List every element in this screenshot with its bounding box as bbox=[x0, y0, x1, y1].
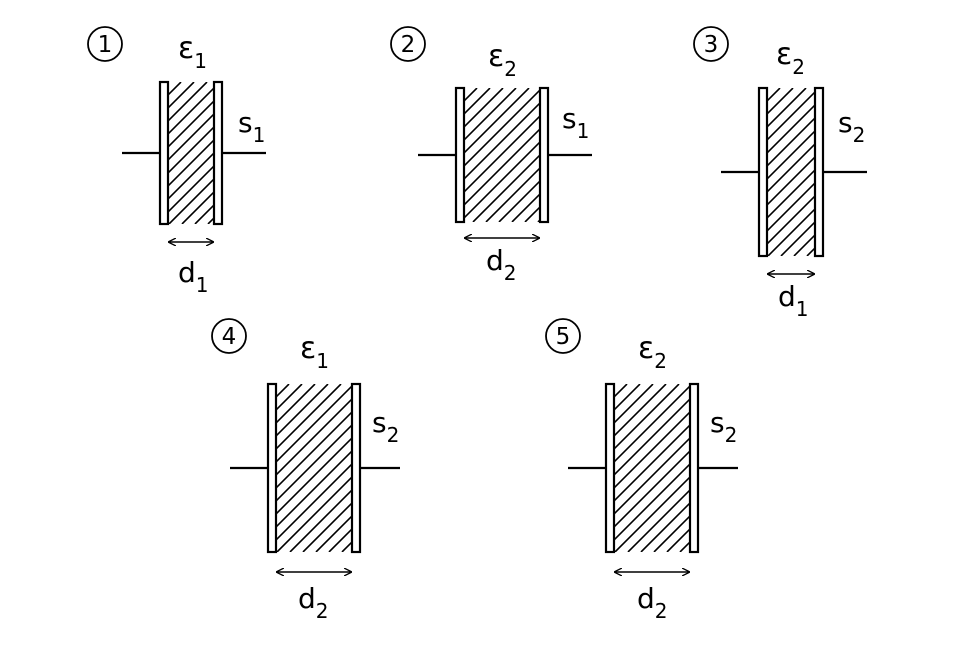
number-circle bbox=[390, 26, 426, 62]
gap-label-subscript: 2 bbox=[655, 599, 668, 623]
dielectric-hatch bbox=[276, 384, 352, 552]
gap-label-letter: d bbox=[178, 256, 196, 289]
capacitor-number: 5 bbox=[556, 324, 571, 350]
permittivity-label-letter: ε bbox=[178, 31, 194, 66]
number-circle bbox=[211, 318, 247, 354]
number-circle bbox=[693, 26, 729, 62]
gap-label-letter: d bbox=[486, 244, 504, 277]
area-label-letter: s bbox=[562, 102, 577, 135]
permittivity-label: ε1 bbox=[178, 31, 207, 73]
area-label-subscript: 2 bbox=[853, 123, 866, 147]
number-circle bbox=[545, 318, 581, 354]
permittivity-label-letter: ε bbox=[776, 37, 792, 72]
permittivity-label: ε2 bbox=[638, 331, 667, 373]
area-label-subscript: 1 bbox=[577, 119, 590, 143]
permittivity-label-letter: ε bbox=[488, 39, 504, 74]
left-plate bbox=[604, 382, 616, 554]
capacitor-number: 3 bbox=[704, 32, 719, 58]
permittivity-label-subscript: 2 bbox=[654, 349, 667, 373]
permittivity-label: ε1 bbox=[300, 331, 329, 373]
area-label-letter: s bbox=[238, 106, 253, 139]
area-label-subscript: 2 bbox=[725, 423, 738, 447]
left-plate bbox=[266, 382, 278, 554]
area-label-subscript: 2 bbox=[387, 423, 400, 447]
gap-label: d1 bbox=[778, 280, 809, 321]
gap-label-letter: d bbox=[637, 582, 655, 615]
number-circle bbox=[87, 26, 123, 62]
capacitor-number: 2 bbox=[401, 32, 416, 58]
right-plate bbox=[212, 80, 224, 226]
capacitor-number: 4 bbox=[222, 324, 237, 350]
permittivity-label-subscript: 2 bbox=[792, 55, 805, 79]
gap-label-subscript: 2 bbox=[316, 599, 329, 623]
area-label: s2 bbox=[838, 106, 865, 147]
dielectric-hatch bbox=[168, 82, 214, 224]
right-plate bbox=[350, 382, 362, 554]
gap-label: d2 bbox=[486, 244, 517, 285]
area-label: s1 bbox=[238, 106, 265, 147]
gap-label-subscript: 2 bbox=[504, 261, 517, 285]
permittivity-label-subscript: 1 bbox=[194, 49, 207, 73]
area-label-letter: s bbox=[838, 106, 853, 139]
area-label: s2 bbox=[372, 406, 399, 447]
dielectric-hatch bbox=[614, 384, 690, 552]
permittivity-label-subscript: 2 bbox=[504, 57, 517, 81]
gap-label-letter: d bbox=[298, 582, 316, 615]
right-plate bbox=[813, 86, 825, 258]
area-label-subscript: 1 bbox=[253, 123, 266, 147]
left-plate bbox=[158, 80, 170, 226]
gap-label-subscript: 1 bbox=[196, 273, 209, 297]
gap-label: d2 bbox=[298, 582, 329, 623]
gap-label: d1 bbox=[178, 256, 209, 297]
left-plate bbox=[757, 86, 769, 258]
left-plate bbox=[454, 86, 466, 224]
gap-label: d2 bbox=[637, 582, 668, 623]
capacitor-number: 1 bbox=[98, 32, 113, 58]
dielectric-hatch bbox=[464, 88, 540, 222]
permittivity-label-letter: ε bbox=[300, 331, 316, 366]
area-label-letter: s bbox=[710, 406, 725, 439]
right-plate bbox=[538, 86, 550, 224]
gap-label-letter: d bbox=[778, 280, 796, 313]
gap-label-subscript: 1 bbox=[796, 297, 809, 321]
area-label: s1 bbox=[562, 102, 589, 143]
area-label: s2 bbox=[710, 406, 737, 447]
area-label-letter: s bbox=[372, 406, 387, 439]
permittivity-label: ε2 bbox=[488, 39, 517, 81]
right-plate bbox=[688, 382, 700, 554]
dielectric-hatch bbox=[767, 88, 815, 256]
permittivity-label-letter: ε bbox=[638, 331, 654, 366]
permittivity-label: ε2 bbox=[776, 37, 805, 79]
permittivity-label-subscript: 1 bbox=[316, 349, 329, 373]
